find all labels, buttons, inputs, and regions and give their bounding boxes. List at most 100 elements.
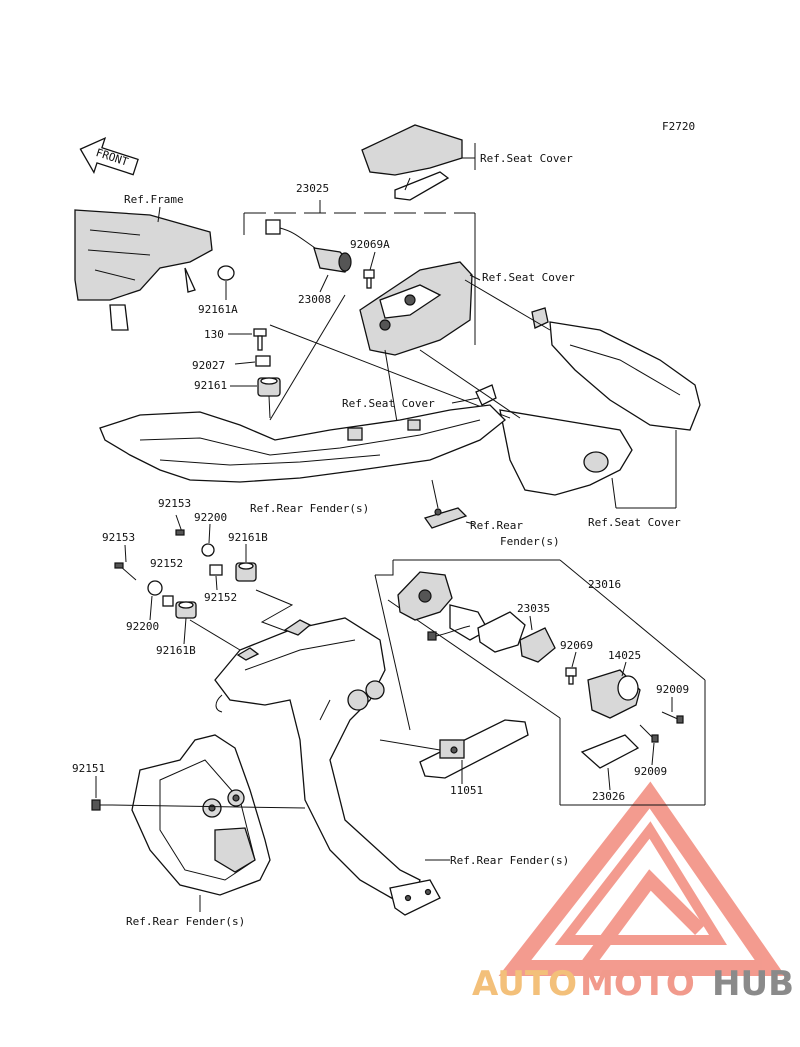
damper-92161ba <box>235 562 257 582</box>
part-23026: 23026 <box>592 790 625 803</box>
assembly-bracket <box>559 559 706 681</box>
ref-rear-fender-1: Ref.Rear Fender(s) <box>250 502 369 515</box>
leader <box>157 206 161 223</box>
leader <box>611 477 617 509</box>
leader <box>571 651 577 668</box>
screw-92009b <box>639 724 659 743</box>
ref-frame: Ref.Frame <box>124 193 184 206</box>
leader <box>149 595 153 621</box>
guide-line <box>269 324 511 419</box>
part-92152b: 92152 <box>204 591 237 604</box>
leader <box>183 617 187 645</box>
seat-cover-bracket-top <box>361 124 463 201</box>
rear-fender-lower <box>214 617 441 916</box>
svg-text:MOTO: MOTO <box>580 964 695 1004</box>
frame-part <box>74 209 213 331</box>
leader <box>234 361 256 365</box>
damper-92161bb <box>175 601 197 619</box>
part-92009b: 92009 <box>634 765 667 778</box>
seat-cover-right <box>531 307 701 431</box>
part-92009a: 92009 <box>656 683 689 696</box>
seat-cover-lower <box>499 409 633 496</box>
bolt-92153b <box>114 562 137 581</box>
leader <box>208 523 211 544</box>
screw-92009a <box>661 711 684 724</box>
seat-lock-housing <box>359 261 473 356</box>
bolt-92153a <box>175 514 185 536</box>
ref-seat-cover-4: Ref.Seat Cover <box>588 516 681 529</box>
leader <box>651 742 655 766</box>
collar-92152a <box>209 564 223 576</box>
socket-cable <box>427 625 471 641</box>
part-92069: 92069 <box>560 639 593 652</box>
part-92161a: 92161A <box>198 303 238 316</box>
part-23008: 23008 <box>298 293 331 306</box>
guide-line <box>269 294 346 421</box>
part-23016: 23016 <box>588 578 621 591</box>
ref-rear-fender-4: Ref.Rear Fender(s) <box>126 915 245 928</box>
part-92151: 92151 <box>72 762 105 775</box>
assembly-bracket <box>375 560 394 576</box>
part-92152a: 92152 <box>150 557 183 570</box>
collar-92027 <box>255 355 271 367</box>
ref-rear-fender-3: Ref.Rear Fender(s) <box>450 854 569 867</box>
bolt-130 <box>253 328 267 351</box>
grommet-92161a <box>217 265 235 281</box>
leader <box>215 575 218 591</box>
leader <box>621 661 627 677</box>
rear-fender-upper <box>99 404 506 483</box>
watermark-text: AUTO MOTO HUB <box>472 964 794 1004</box>
guide-line <box>379 739 441 751</box>
guide-line <box>374 574 411 731</box>
screw-92069a <box>363 269 375 289</box>
part-92153a: 92153 <box>158 497 191 510</box>
part-92200b: 92200 <box>126 620 159 633</box>
front-arrow-icon <box>79 136 139 176</box>
leader <box>469 274 481 281</box>
damper-92161 <box>257 377 281 397</box>
leader <box>431 479 439 509</box>
leader <box>465 521 475 525</box>
part-92069a: 92069A <box>350 238 390 251</box>
part-92153b: 92153 <box>102 531 135 544</box>
ref-rear-fender-2a: Ref.Rear <box>470 519 523 532</box>
part-23035: 23035 <box>517 602 550 615</box>
guide-line <box>189 619 241 651</box>
figure-code: F2720 <box>662 120 695 133</box>
license-bracket-11051 <box>419 719 529 779</box>
guide-line <box>111 804 306 809</box>
part-92161: 92161 <box>194 379 227 392</box>
cover-14025 <box>587 669 641 719</box>
leader <box>319 274 329 293</box>
rear-fender-mudguard <box>131 734 271 896</box>
guide-line <box>419 349 521 419</box>
ref-seat-cover-1: Ref.Seat Cover <box>480 152 573 165</box>
seat-lock-cable-23025 <box>265 219 352 273</box>
screw-92069 <box>565 667 577 685</box>
taillight-lens <box>397 571 489 641</box>
ref-rear-fender-2b: Fender(s) <box>500 535 560 548</box>
ref-seat-cover-3: Ref.Seat Cover <box>342 397 435 410</box>
watermark-logo <box>498 781 786 976</box>
bolt-92151 <box>91 799 112 811</box>
lens-23026 <box>580 734 640 769</box>
socket-23035 <box>477 611 556 663</box>
part-130: 130 <box>204 328 224 341</box>
leader <box>529 615 533 631</box>
leader <box>607 767 611 791</box>
leader <box>124 544 127 563</box>
washer-92200a <box>201 543 215 557</box>
part-14025: 14025 <box>608 649 641 662</box>
leader <box>268 395 271 419</box>
guide-line <box>464 279 551 331</box>
bracket-rear-fender <box>423 507 468 529</box>
washer-92200b <box>147 580 163 596</box>
part-11051: 11051 <box>450 784 483 797</box>
svg-text:HUB: HUB <box>712 964 794 1004</box>
part-23025: 23025 <box>296 182 329 195</box>
part-92161bb: 92161B <box>156 644 196 657</box>
collar-92152b <box>162 595 174 607</box>
part-92027: 92027 <box>192 359 225 372</box>
part-92200a: 92200 <box>194 511 227 524</box>
